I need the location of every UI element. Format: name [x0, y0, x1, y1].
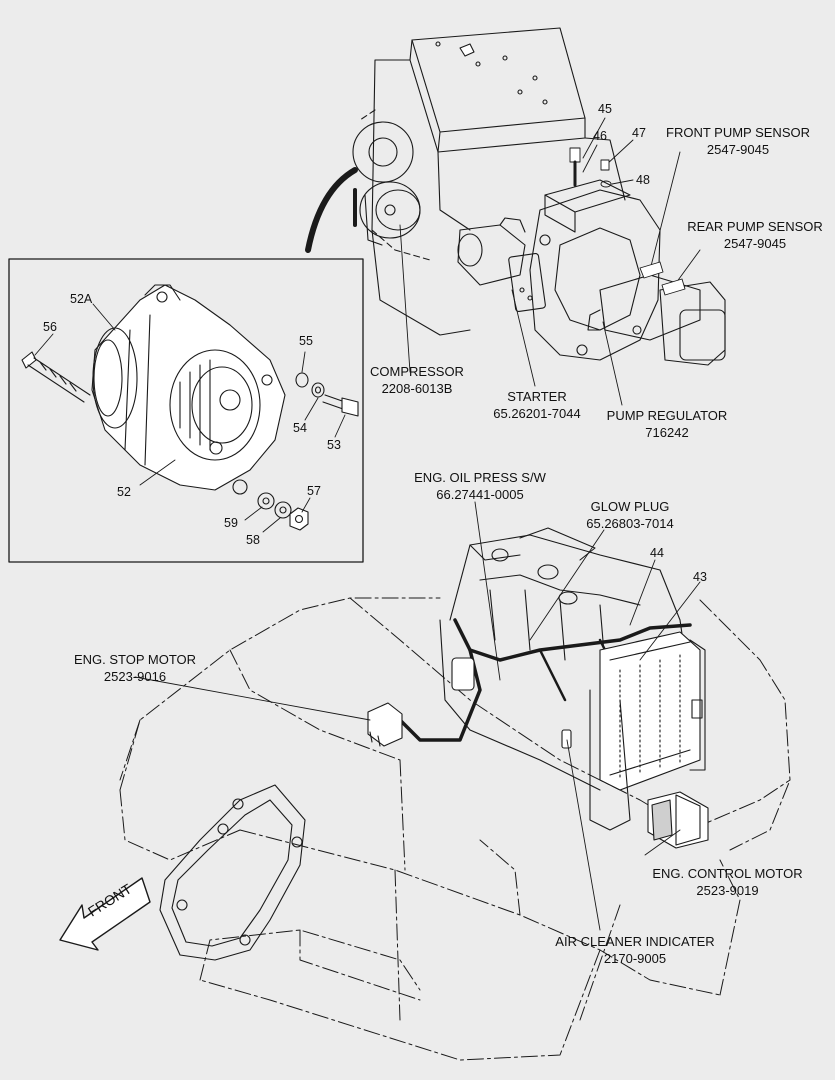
eng-oil-press-sw-label: ENG. OIL PRESS S/W 66.27441-0005	[395, 469, 565, 503]
item-number-48: 48	[636, 173, 650, 187]
pump-regulator-part: 716242	[645, 425, 689, 440]
pump-regulator-label: PUMP REGULATOR 716242	[592, 407, 742, 441]
front-pump-sensor-name: FRONT PUMP SENSOR	[666, 125, 810, 140]
front-pump-sensor-part: 2547-9045	[706, 142, 770, 157]
eng-control-motor-label: ENG. CONTROL MOTOR 2523-9019	[640, 865, 815, 899]
upper-engine-block	[305, 27, 726, 366]
glow-plug-name: GLOW PLUG	[590, 499, 670, 514]
front-pump-sensor-label: FRONT PUMP SENSOR 2547-9045	[648, 124, 828, 158]
air-cleaner-indicater-name: AIR CLEANER INDICATER	[555, 934, 715, 949]
glow-plug-label: GLOW PLUG 65.26803-7014	[560, 498, 700, 532]
item-number-52: 52	[117, 485, 131, 499]
compressor-label: COMPRESSOR 2208-6013B	[362, 363, 472, 397]
item-number-53: 53	[327, 438, 341, 452]
rear-pump-sensor-name: REAR PUMP SENSOR	[687, 219, 823, 234]
item-number-55: 55	[299, 334, 313, 348]
pump-regulator-name: PUMP REGULATOR	[606, 408, 728, 423]
item-number-58: 58	[246, 533, 260, 547]
glow-plug-part: 65.26803-7014	[586, 516, 674, 531]
item-number-43: 43	[693, 570, 707, 584]
item-number-57: 57	[307, 484, 321, 498]
item-number-47: 47	[632, 126, 646, 140]
item-number-54: 54	[293, 421, 307, 435]
item-number-45: 45	[598, 102, 612, 116]
lower-machine	[119, 501, 791, 1061]
air-cleaner-indicater-part: 2170-9005	[603, 951, 667, 966]
item-number-44: 44	[650, 546, 664, 560]
compressor-part: 2208-6013B	[381, 381, 453, 396]
eng-oil-press-sw-name: ENG. OIL PRESS S/W	[414, 470, 546, 485]
eng-control-motor-name: ENG. CONTROL MOTOR	[652, 866, 803, 881]
upper-leaders	[399, 117, 701, 406]
eng-control-motor-part: 2523-9019	[696, 883, 759, 898]
front-arrow	[59, 877, 151, 951]
eng-stop-motor-label: ENG. STOP MOTOR 2523-9016	[60, 651, 210, 685]
rear-pump-sensor-part: 2547-9045	[723, 236, 787, 251]
starter-part: 65.26201-7044	[493, 406, 581, 421]
eng-stop-motor-name: ENG. STOP MOTOR	[73, 652, 197, 667]
starter-name: STARTER	[507, 389, 567, 404]
air-cleaner-indicater-label: AIR CLEANER INDICATER 2170-9005	[540, 933, 730, 967]
compressor-name: COMPRESSOR	[370, 364, 464, 379]
item-number-46: 46	[593, 129, 607, 143]
eng-oil-press-sw-part: 66.27441-0005	[436, 487, 524, 502]
item-number-59: 59	[224, 516, 238, 530]
item-number-56: 56	[43, 320, 57, 334]
rear-pump-sensor-label: REAR PUMP SENSOR 2547-9045	[680, 218, 830, 252]
alternator-inset	[8, 258, 364, 563]
item-number-52A: 52A	[70, 292, 93, 306]
starter-label: STARTER 65.26201-7044	[477, 388, 597, 422]
eng-stop-motor-part: 2523-9016	[103, 669, 167, 684]
